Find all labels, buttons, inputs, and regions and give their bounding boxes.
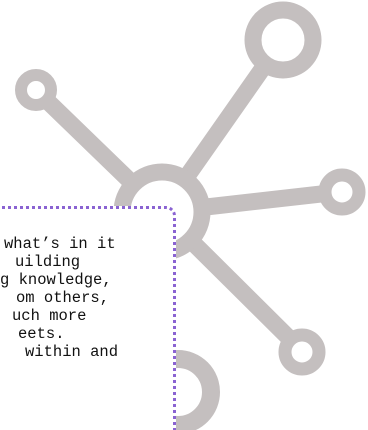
card-line-3: g knowledge, bbox=[0, 271, 112, 289]
network-node-left bbox=[15, 69, 57, 111]
card-line-7: within and bbox=[25, 343, 119, 361]
card-line-4: om others, bbox=[16, 289, 110, 307]
card-text: what’s in it uilding g knowledge, om oth… bbox=[0, 235, 168, 361]
network-node-bottom-right bbox=[278, 328, 326, 376]
network-node-right bbox=[318, 168, 366, 216]
network-node-top-right bbox=[244, 1, 322, 79]
card-line-6: eets. bbox=[18, 325, 65, 343]
card-line-2: uilding bbox=[15, 253, 81, 271]
text-card bbox=[0, 206, 176, 430]
card-line-1: what’s in it bbox=[4, 235, 116, 253]
card-line-5: uch more bbox=[12, 307, 87, 325]
